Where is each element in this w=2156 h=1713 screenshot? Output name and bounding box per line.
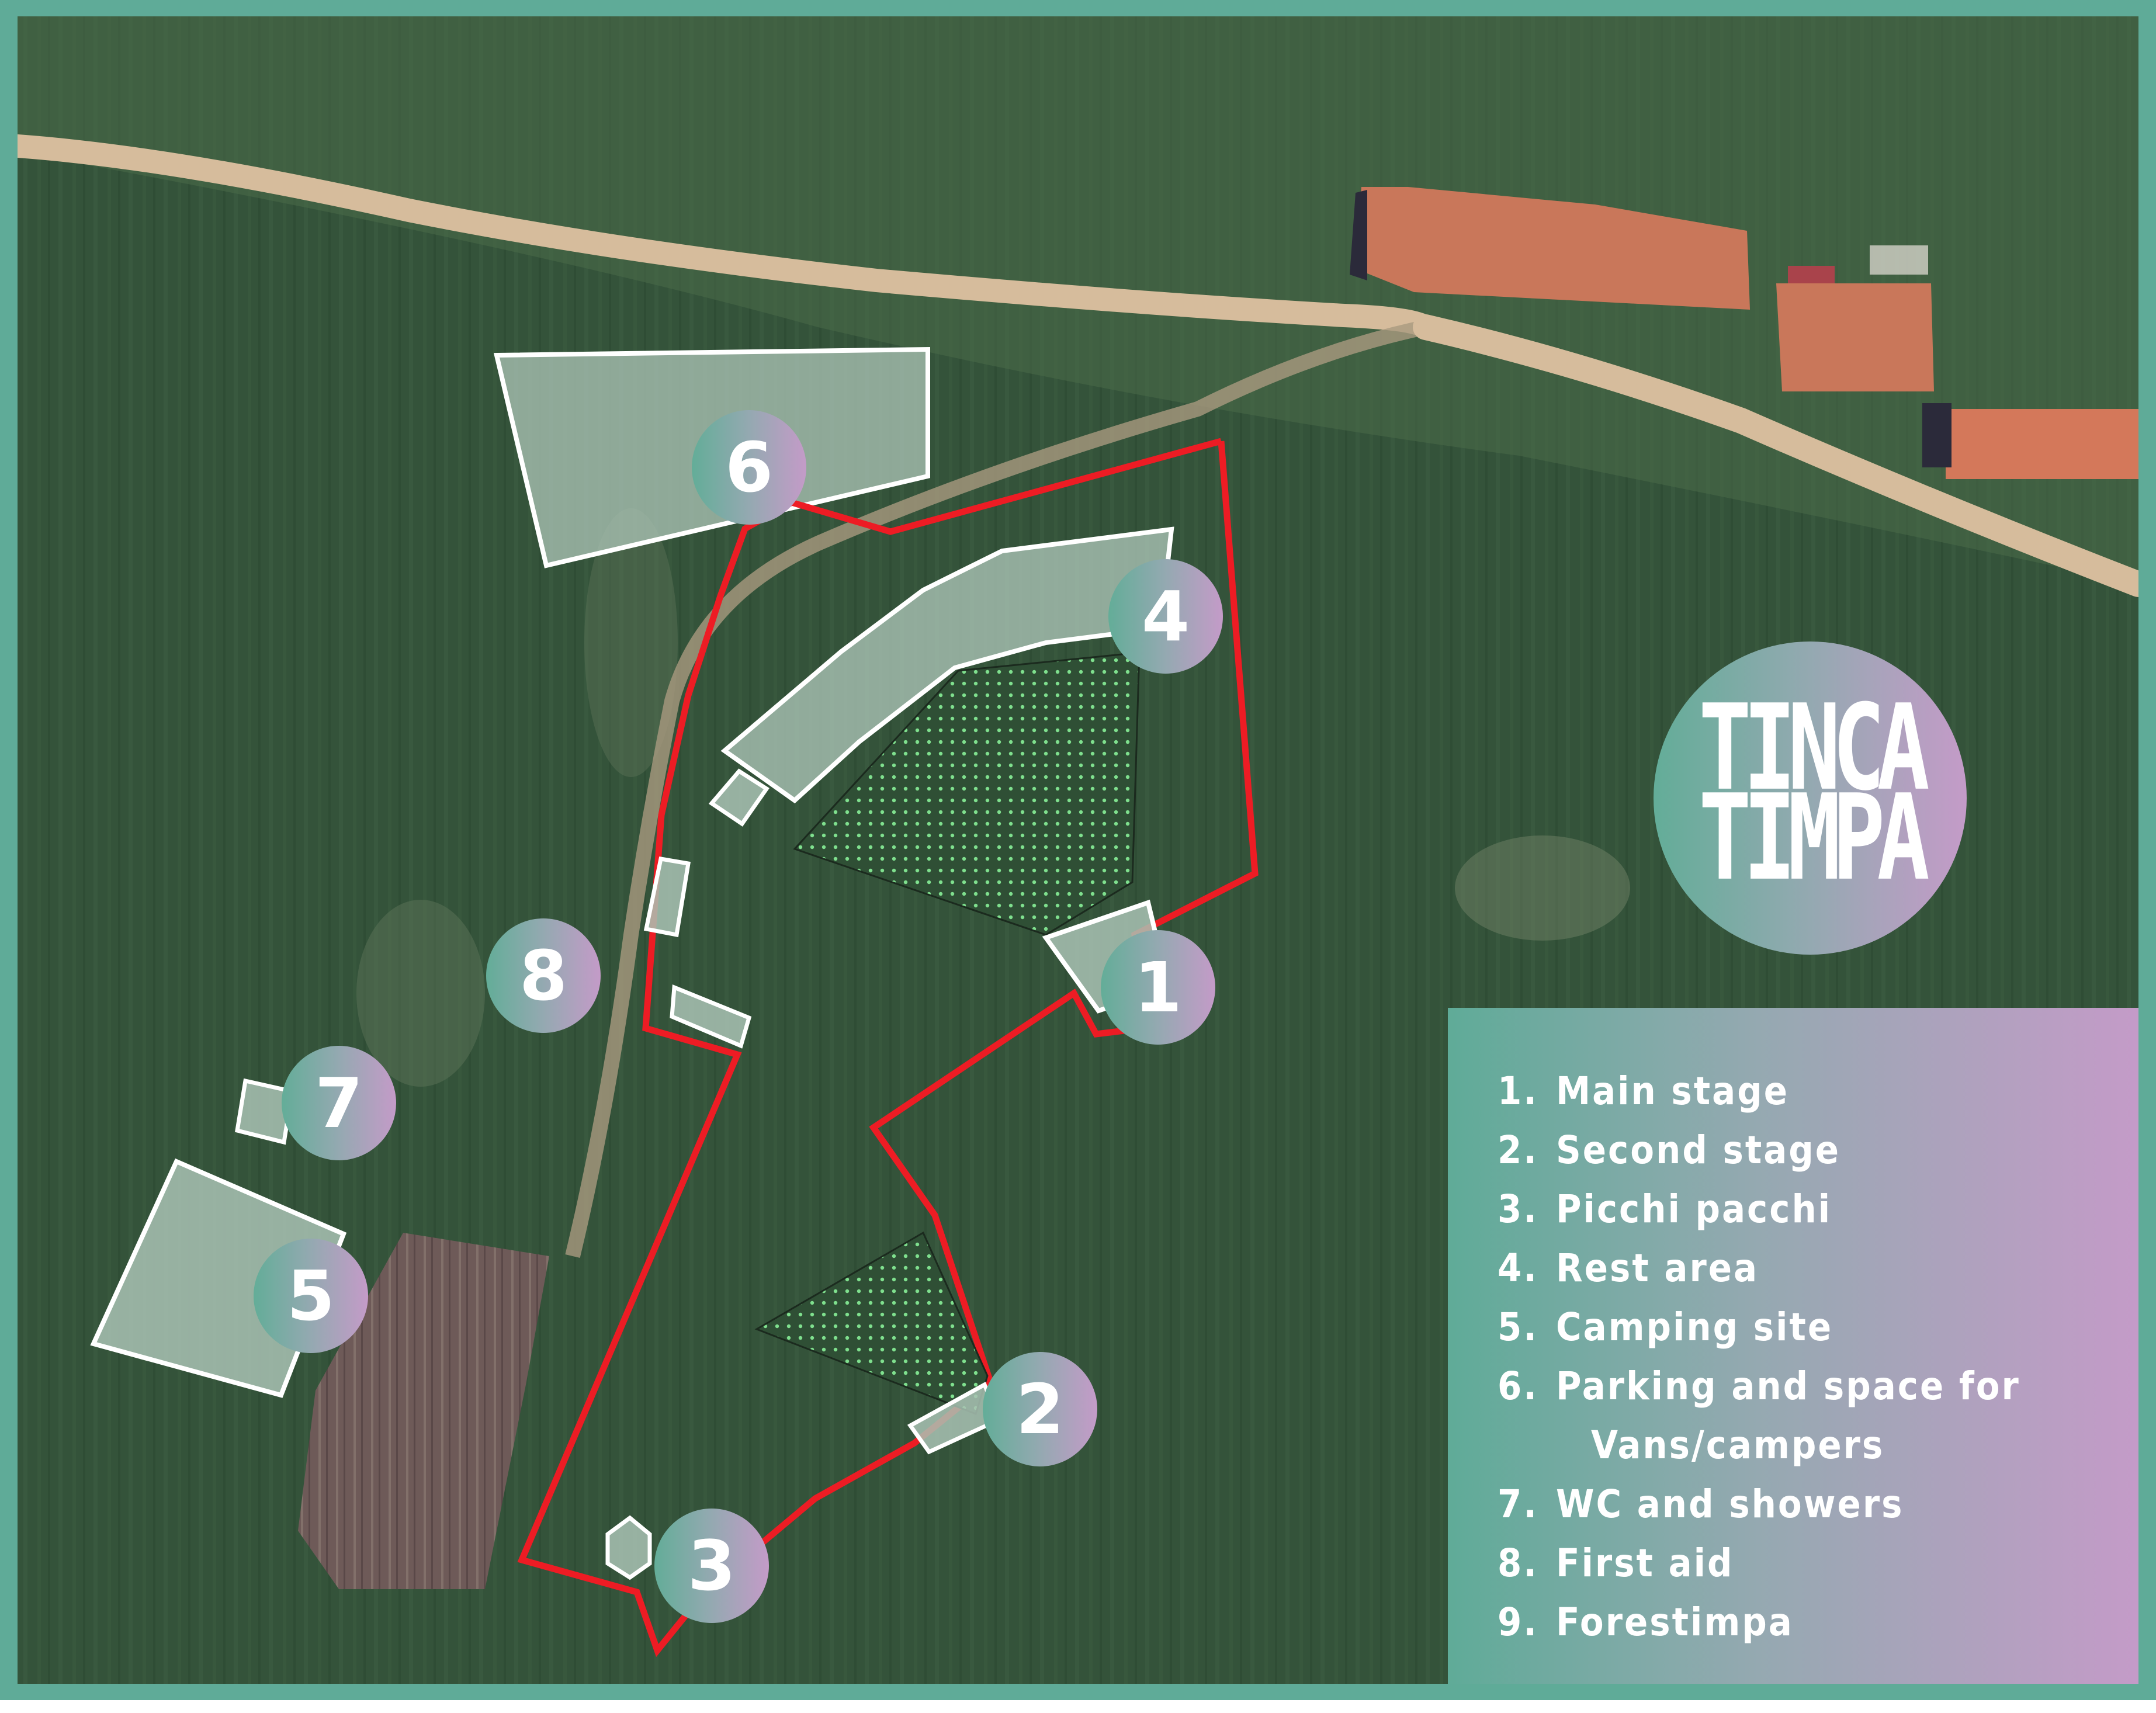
wc-area bbox=[235, 1078, 294, 1145]
legend-item-rest-area: 4.Rest area bbox=[1498, 1246, 1759, 1291]
marker-wc-showers[interactable]: 7 bbox=[282, 1046, 396, 1160]
road-east bbox=[1413, 314, 2138, 597]
map-legend: 1.Main stage 2.Second stage 3.Picchi pac… bbox=[1448, 1008, 2138, 1684]
legend-item-forestimpa: 9.Forestimpa bbox=[1498, 1600, 1794, 1645]
marker-rest-area[interactable]: 4 bbox=[1108, 559, 1223, 674]
legend-list: 1.Main stage 2.Second stage 3.Picchi pac… bbox=[1498, 1062, 2020, 1652]
legend-item-main-stage: 1.Main stage bbox=[1498, 1069, 1790, 1114]
legend-item-second-stage: 2.Second stage bbox=[1498, 1128, 1841, 1173]
marker-first-aid[interactable]: 8 bbox=[486, 918, 601, 1033]
legend-item-picchi-pacchi: 3.Picchi pacchi bbox=[1498, 1187, 1832, 1232]
legend-item-first-aid: 8.First aid bbox=[1498, 1541, 1734, 1586]
legend-item-parking: 6.Parking and space for bbox=[1498, 1364, 2020, 1409]
road-main bbox=[18, 134, 1437, 339]
main-stage-audience bbox=[793, 651, 1141, 936]
picchi-pacchi-area bbox=[605, 1515, 652, 1580]
legend-item-parking-continued: Vans/campers bbox=[1591, 1423, 1885, 1468]
marker-second-stage[interactable]: 2 bbox=[983, 1352, 1097, 1466]
logo-line-2: TIMPA bbox=[1699, 769, 1930, 907]
facility-box bbox=[708, 768, 769, 827]
second-stage-audience bbox=[754, 1231, 989, 1415]
marker-picchi-pacchi[interactable]: 3 bbox=[654, 1509, 769, 1623]
farm-buildings bbox=[1350, 187, 2138, 479]
facility-box bbox=[643, 856, 691, 938]
logo-line-1: TINCA bbox=[1699, 679, 1930, 817]
marker-parking[interactable]: 6 bbox=[692, 410, 806, 525]
event-boundary bbox=[517, 438, 1259, 1657]
marker-camping-site[interactable]: 5 bbox=[254, 1239, 368, 1353]
track-west bbox=[565, 320, 1427, 1258]
marker-main-stage[interactable]: 1 bbox=[1101, 930, 1215, 1045]
facility-box bbox=[670, 984, 752, 1049]
legend-item-wc-showers: 7.WC and showers bbox=[1498, 1482, 1904, 1527]
tinca-timpa-logo: TINCA TIMPA bbox=[1654, 641, 1967, 955]
legend-item-camping-site: 5.Camping site bbox=[1498, 1305, 1833, 1350]
